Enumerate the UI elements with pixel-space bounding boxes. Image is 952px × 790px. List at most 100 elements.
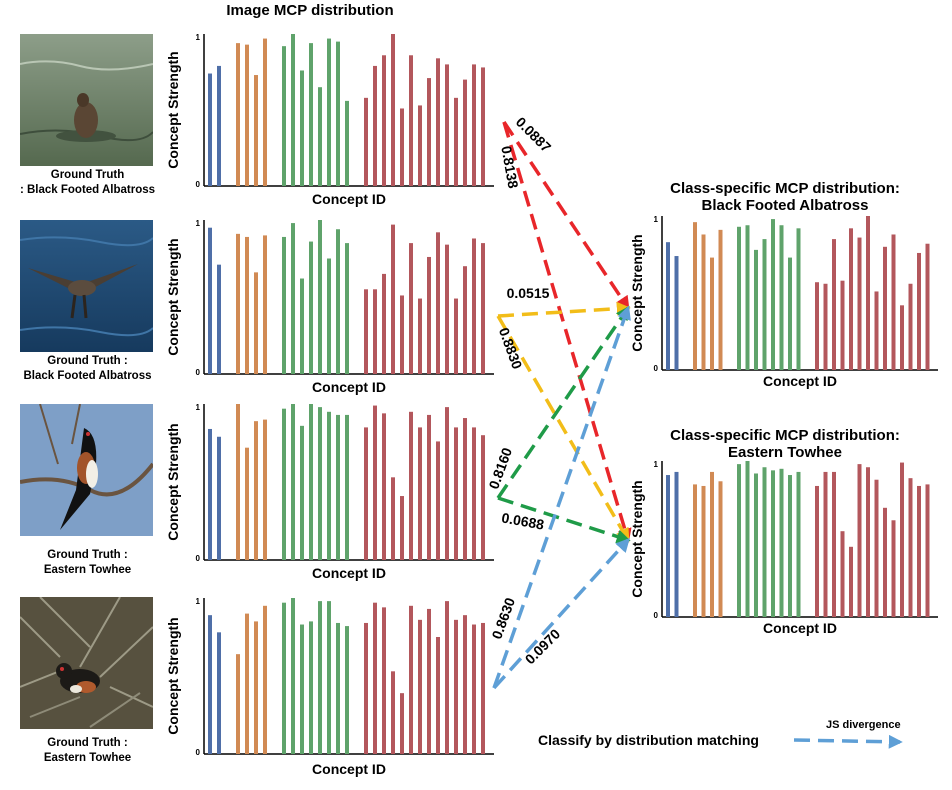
bar-orange: [245, 447, 249, 560]
bar-red: [891, 234, 896, 370]
bar-red: [427, 414, 431, 560]
tick-label-top: 1: [196, 597, 201, 606]
bar-green: [291, 223, 295, 374]
bar-green: [779, 468, 784, 617]
bar-orange: [701, 485, 706, 617]
bar-red: [409, 243, 413, 374]
bar-red: [849, 228, 853, 370]
bar-red: [373, 65, 377, 186]
bar-green: [788, 475, 792, 617]
arrow-label-top: 0.0515: [507, 285, 550, 301]
bar-orange: [263, 235, 267, 374]
thumbnail-1: [20, 34, 153, 166]
bar-red: [874, 479, 879, 617]
bar-red: [436, 58, 440, 186]
bar-green: [345, 414, 349, 560]
bar-red: [917, 252, 921, 370]
bar-blue: [674, 256, 679, 370]
bar-red: [900, 462, 904, 617]
legend-arrow: [793, 734, 903, 749]
caption-4-line1: Ground Truth :: [47, 737, 128, 749]
bar-orange: [254, 75, 258, 186]
bar-red: [382, 55, 386, 186]
bar-red: [857, 464, 862, 617]
bar-green: [737, 226, 741, 370]
bar-orange: [236, 233, 240, 374]
bar-green: [309, 404, 313, 560]
bar-red: [472, 64, 476, 186]
bar-orange: [718, 481, 723, 617]
bar-green: [318, 220, 322, 374]
bar-orange: [236, 654, 240, 754]
bar-green: [345, 100, 349, 186]
bar-orange: [254, 421, 258, 560]
arrow-label-bottom: 0.8138: [498, 145, 521, 190]
bar-red: [427, 78, 431, 186]
y-axis-label: Concept Strength: [629, 480, 645, 597]
bar-blue: [208, 615, 212, 754]
x-axis-label: Concept ID: [312, 761, 386, 777]
bar-red: [908, 478, 913, 617]
bar-red: [391, 477, 395, 560]
tick-label-bottom: 0: [196, 554, 201, 563]
bar-green: [291, 404, 295, 560]
x-axis-label: Concept ID: [312, 191, 386, 207]
bar-blue: [217, 264, 221, 374]
bar-green: [336, 414, 340, 560]
bar-red: [418, 298, 422, 374]
bar-orange: [710, 257, 714, 370]
bar-green: [309, 43, 313, 187]
bar-green: [318, 407, 322, 560]
bar-green: [300, 624, 304, 754]
thumbnail-2: [20, 220, 153, 352]
bar-green: [318, 87, 322, 186]
bar-blue: [208, 428, 212, 560]
flying-bird-icon: [20, 220, 153, 352]
bar-red: [454, 427, 458, 560]
bar-green: [788, 257, 792, 370]
bar-red: [481, 622, 485, 754]
caption-2-line2: Black Footed Albatross: [23, 370, 152, 382]
bar-green: [282, 602, 286, 754]
caption-3-line1: Ground Truth :: [47, 549, 128, 561]
bar-blue: [217, 65, 221, 186]
bar-green: [336, 41, 340, 186]
bar-red: [857, 237, 862, 370]
bar-red: [418, 427, 422, 560]
bar-orange: [693, 484, 697, 617]
bar-red: [908, 283, 913, 370]
tick-label-top: 1: [196, 219, 201, 228]
bar-green: [300, 278, 304, 374]
legend-arrow-label: JS divergence: [826, 719, 901, 731]
bar-red: [373, 289, 377, 374]
bar-red: [840, 531, 845, 617]
tick-label-bottom: 0: [196, 748, 201, 757]
bar-red: [472, 238, 476, 374]
bar-red: [436, 637, 440, 754]
bar-red: [445, 244, 449, 374]
tick-label-bottom: 0: [196, 368, 201, 377]
bar-red: [364, 289, 368, 374]
tick-label-bottom: 0: [654, 364, 659, 373]
caption-4-line2: Eastern Towhee: [43, 752, 132, 764]
bar-red: [445, 64, 449, 186]
bar-red: [436, 232, 440, 374]
bar-red: [481, 435, 485, 560]
arrow-to-albatross: [492, 305, 631, 689]
bar-orange: [263, 605, 267, 754]
bar-red: [883, 246, 887, 370]
bar-red: [400, 295, 404, 374]
bar-green: [291, 34, 295, 186]
bar-green: [754, 249, 758, 370]
y-axis-label: Concept Strength: [165, 51, 181, 168]
bar-red: [917, 485, 921, 617]
caption-1: Ground Truth : Black Footed Albatross: [0, 168, 175, 198]
bar-orange: [701, 234, 706, 370]
y-axis-label: Concept Strength: [165, 238, 181, 355]
bar-green: [327, 411, 331, 560]
bar-orange: [263, 419, 267, 560]
bar-orange: [245, 613, 249, 754]
x-axis-label: Concept ID: [312, 565, 386, 581]
bar-green: [327, 258, 331, 374]
